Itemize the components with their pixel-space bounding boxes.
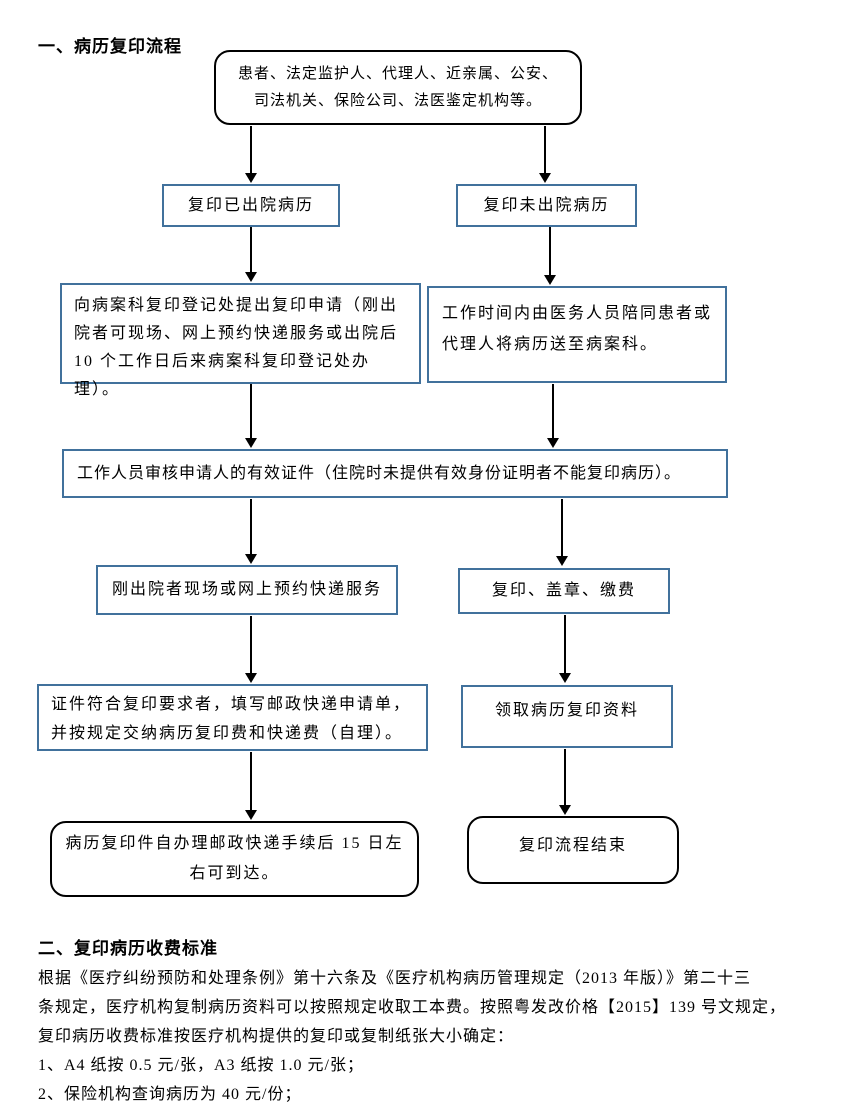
fees-paragraph-line: 条规定，医疗机构复制病历资料可以按照规定收取工本费。按照粤发改价格【2015】1… [38,999,787,1016]
flow-arrow [547,384,559,448]
flow-arrow [245,499,257,564]
flow-arrow [245,384,257,448]
flow-arrow [556,499,568,566]
flow-box-copy-discharged: 复印已出院病历 [162,184,340,227]
flow-arrow [245,126,257,183]
flow-box-apply-registration: 向病案科复印登记处提出复印申请（刚出 院者可现场、网上预约快递服务或出院后 10… [60,283,421,398]
flow-box-receive-copies: 领取病历复印资料 [461,685,673,748]
flow-arrow [245,227,257,282]
fees-paragraph-line: 复印病历收费标准按医疗机构提供的复印或复制纸张大小确定： [38,1028,515,1045]
flow-arrow [544,227,556,285]
fees-section: 二、复印病历收费标准 根据《医疗纠纷预防和处理条例》第十六条及《医疗机构病历管理… [38,936,818,1106]
fees-paragraph-line: 根据《医疗纠纷预防和处理条例》第十六条及《医疗机构病历管理规定（2013 年版）… [38,970,752,987]
flow-arrow [245,752,257,820]
flow-arrow [539,126,551,183]
flow-box-copy-stamp-pay: 复印、盖章、缴费 [458,568,670,614]
fees-list-item: 2、保险机构查询病历为 40 元/份； [38,1086,302,1103]
section1-title: 一、病历复印流程 [38,37,182,56]
flow-box-process-end: 复印流程结束 [467,816,679,884]
flow-box-copy-not-discharged: 复印未出院病历 [456,184,637,227]
flow-box-onsite-or-online: 刚出院者现场或网上预约快递服务 [96,565,398,615]
flow-arrow [559,749,571,815]
flow-box-verify-id: 工作人员审核申请人的有效证件（住院时未提供有效身份证明者不能复印病历）。 [62,449,728,498]
flow-box-delivery-15days: 病历复印件自办理邮政快递手续后 15 日左 右可到达。 [50,821,419,897]
fees-list-item: 1、A4 纸按 0.5 元/张，A3 纸按 1.0 元/张； [38,1057,365,1074]
flow-arrow [245,616,257,683]
section2-title: 二、复印病历收费标准 [38,939,218,958]
flow-box-start: 患者、法定监护人、代理人、近亲属、公安、 司法机关、保险公司、法医鉴定机构等。 [214,50,582,125]
flow-box-postal-form: 证件符合复印要求者，填写邮政快递申请单， 并按规定交纳病历复印费和快递费（自理）… [37,684,428,751]
flow-arrow [559,615,571,683]
flow-box-staff-accompany: 工作时间内由医务人员陪同患者或 代理人将病历送至病案科。 [427,286,727,383]
